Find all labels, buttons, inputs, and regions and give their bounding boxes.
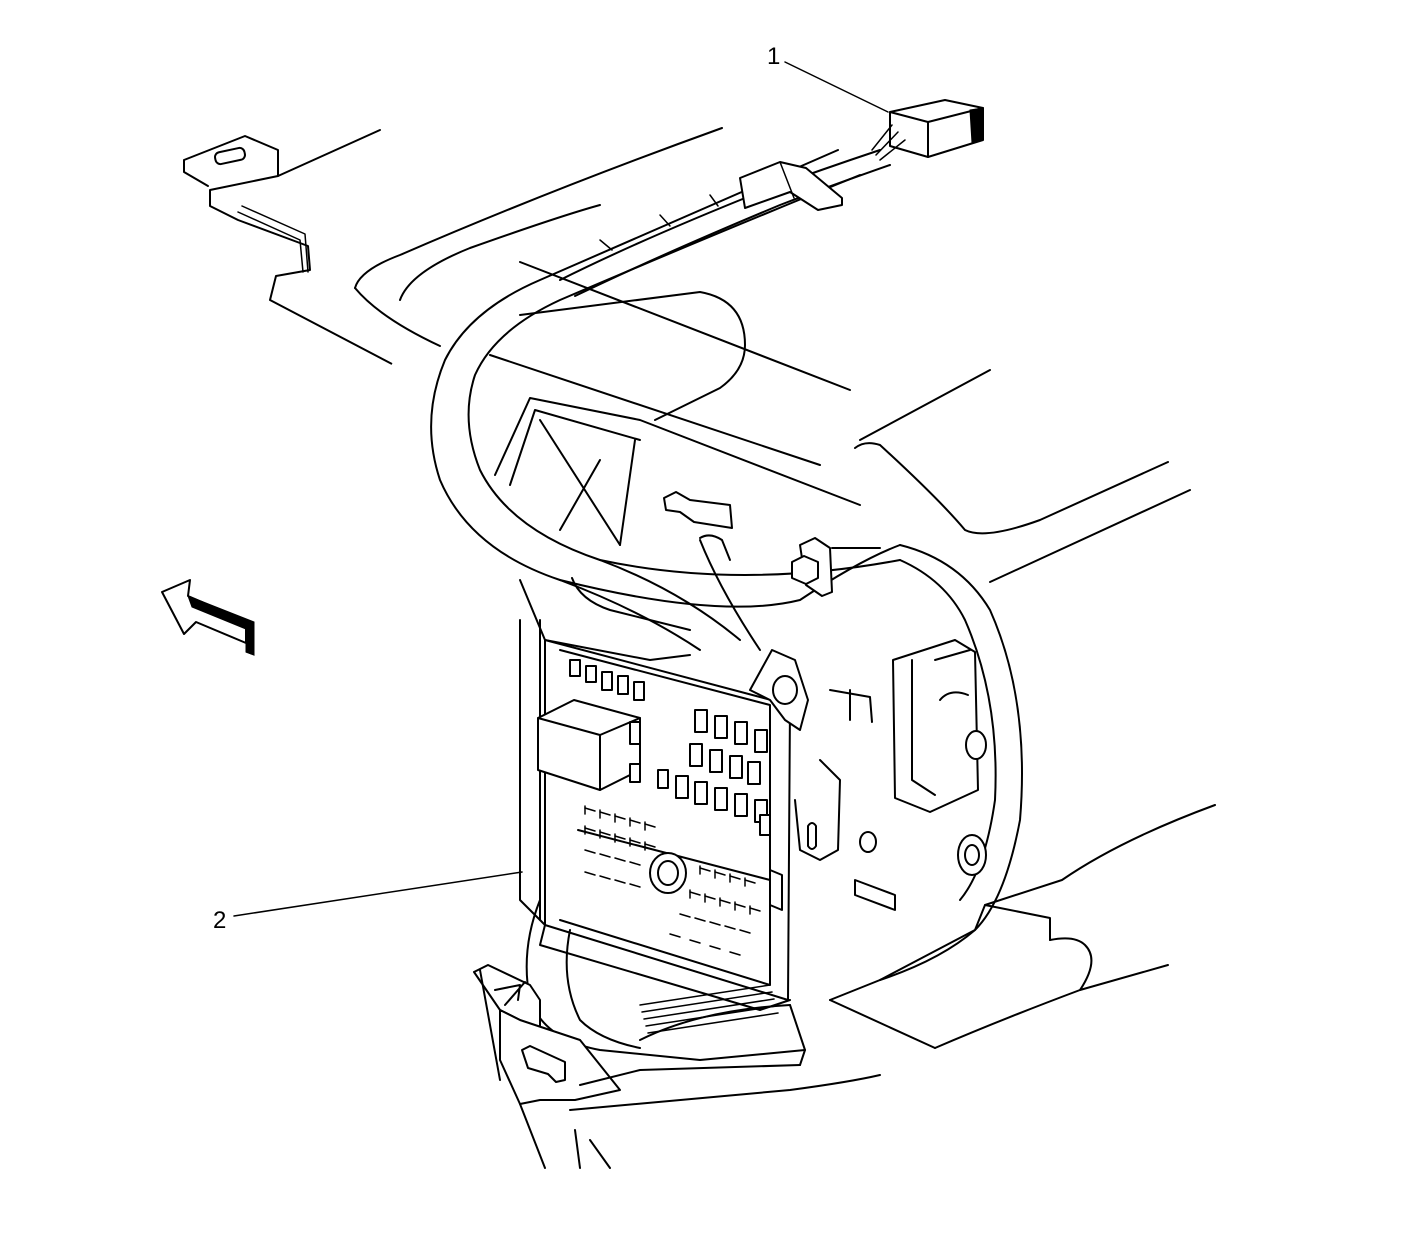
fuse-junction-block — [519, 619, 809, 1011]
upper-dash-panel — [354, 127, 1191, 583]
harness-clip — [739, 161, 843, 211]
callout-2-label: 2 — [213, 907, 226, 934]
lower-column-opening — [473, 899, 881, 1169]
callout-2: 2 — [213, 871, 523, 934]
left-mounting-bracket — [183, 129, 393, 365]
electrical-connector-1 — [871, 99, 984, 161]
right-side-panel — [794, 639, 987, 911]
callout-1-label: 1 — [767, 43, 780, 70]
mounting-nut — [791, 537, 881, 597]
direction-arrow-icon — [161, 579, 255, 656]
inner-bracket-structure — [494, 397, 861, 661]
callout-1: 1 — [767, 43, 889, 113]
